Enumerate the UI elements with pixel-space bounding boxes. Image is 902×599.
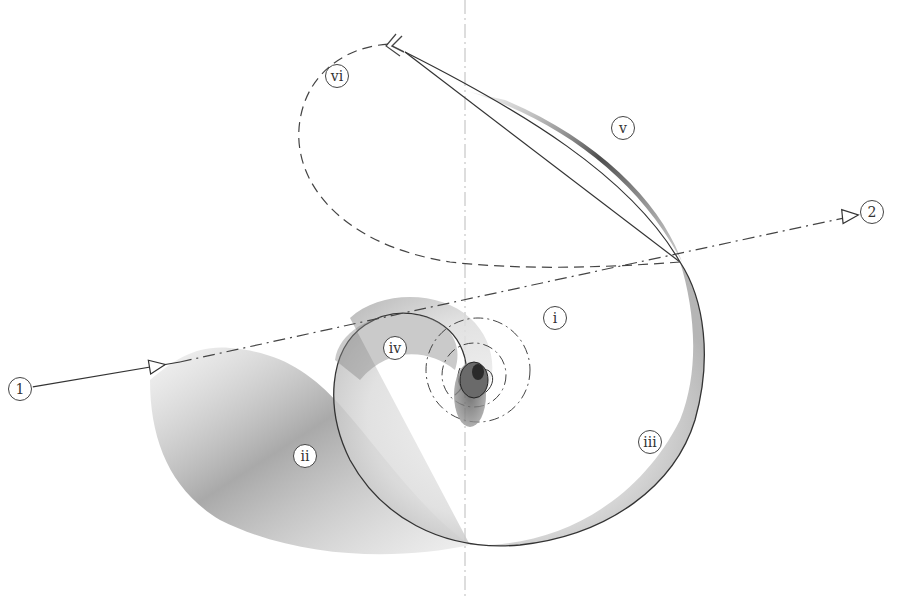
callout-text: v bbox=[619, 121, 627, 135]
callout-number: v bbox=[611, 116, 635, 140]
callout-text: vi bbox=[331, 69, 343, 83]
callout-text: ii bbox=[301, 449, 310, 463]
callout-number: iii bbox=[638, 430, 662, 454]
callout-node: 1 bbox=[8, 377, 32, 401]
callout-text: iv bbox=[389, 341, 401, 355]
callout-text: 1 bbox=[16, 382, 25, 396]
callout-text: i bbox=[553, 311, 557, 325]
flow-arrow bbox=[33, 210, 858, 387]
callout-text: iii bbox=[643, 435, 656, 449]
callout-node: 2 bbox=[860, 200, 884, 224]
callout-number: iv bbox=[383, 336, 407, 360]
callout-text: 2 bbox=[868, 205, 877, 219]
arrowhead bbox=[148, 360, 165, 374]
callout-number: i bbox=[543, 306, 567, 330]
callout-number: ii bbox=[293, 444, 317, 468]
arrowhead bbox=[842, 210, 859, 224]
callout-number: vi bbox=[325, 64, 349, 88]
